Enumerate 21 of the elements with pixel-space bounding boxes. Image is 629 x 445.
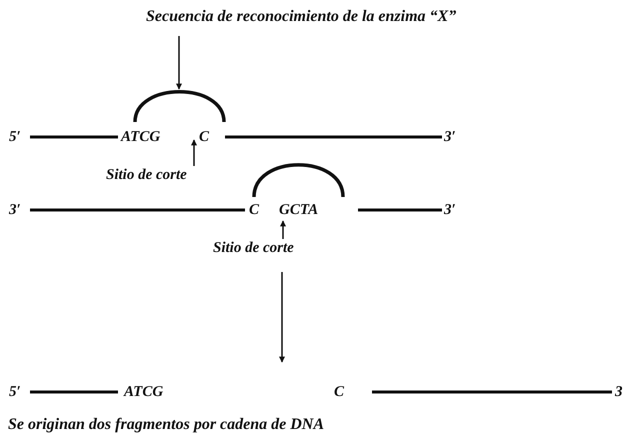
arrow [280,220,286,239]
cut-site-label: Sitio de corte [106,166,187,184]
recognition-arc [133,91,226,122]
strand-end-label: 3′ [443,128,457,146]
arrow [191,139,197,166]
base-sequence: GCTA [278,201,320,219]
base-sequence: C [333,383,346,401]
strand-end-label: 5′ [8,128,22,146]
caption: Se originan dos fragmentos por cadena de DNA [8,416,324,434]
recognition-arc [252,164,345,197]
base-sequence: ATCG [120,128,162,146]
strand-end-label: 5′ [8,383,22,401]
strand-end-label: 3′ [8,201,22,219]
base-sequence: C [248,201,260,219]
base-sequence: ATCG [123,383,164,401]
arrow [176,36,182,90]
cut-site-label: Sitio de corte [213,239,294,257]
strand-end-label: 3′ [443,201,457,219]
heading-label: Secuencia de reconocimiento de la enzima “X” [146,8,456,26]
base-sequence: C [198,128,210,146]
strand-end-label: 3 [614,383,624,401]
